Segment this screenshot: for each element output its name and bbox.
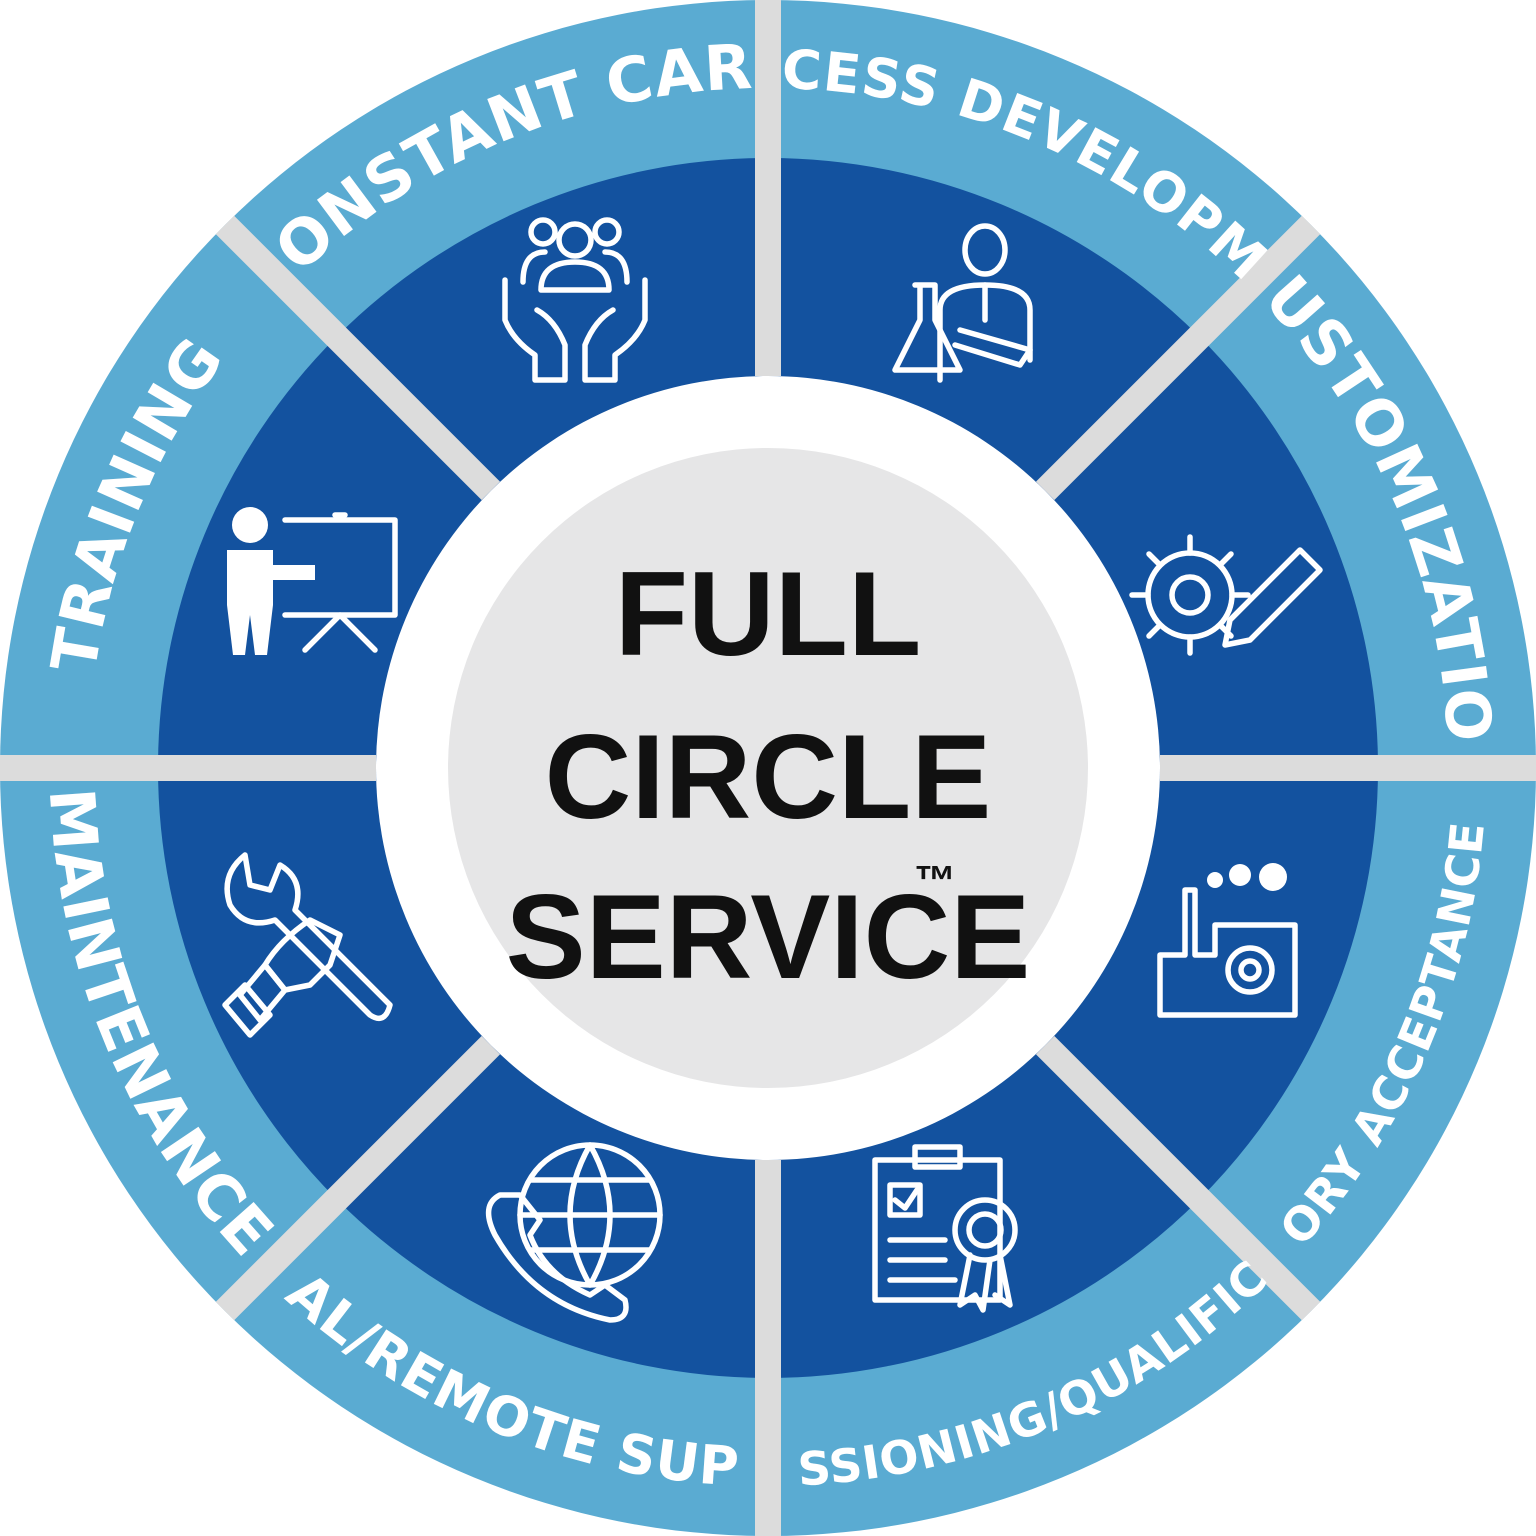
trademark-symbol: ™: [914, 857, 956, 904]
hub: [448, 448, 1088, 1088]
segment-inner-3: [1043, 336, 1378, 768]
segment-divider: [215, 1035, 501, 1321]
segment-divider: [215, 215, 501, 501]
segment-inner-8: [158, 336, 493, 768]
hand-wrench-icon: [222, 852, 393, 1038]
hands-holding-people-icon: [502, 217, 648, 383]
clipboard-certificate-icon: [872, 1144, 1018, 1313]
title-line-1: FULL: [615, 547, 922, 681]
segment-inner-6: [336, 1043, 768, 1378]
scientist-flask-icon: [892, 223, 1033, 383]
segment-inner-7: [158, 768, 493, 1200]
center-title: FULL CIRCLE SERVICE ™: [506, 547, 1031, 1004]
title-line-3: SERVICE: [506, 870, 1031, 1004]
segment-divider: [1035, 1035, 1321, 1321]
presenter-board-icon: [227, 507, 398, 655]
factory-gear-icon: [1157, 863, 1298, 1018]
segment-icons: [222, 217, 1323, 1323]
globe-phone-icon: [485, 1142, 663, 1323]
segment-divider: [1035, 215, 1321, 501]
gear-pencil-icon: [1129, 534, 1323, 656]
segment-inner-4: [1043, 768, 1378, 1200]
segment-inner-2: [768, 158, 1200, 493]
title-line-2: CIRCLE: [545, 710, 992, 844]
